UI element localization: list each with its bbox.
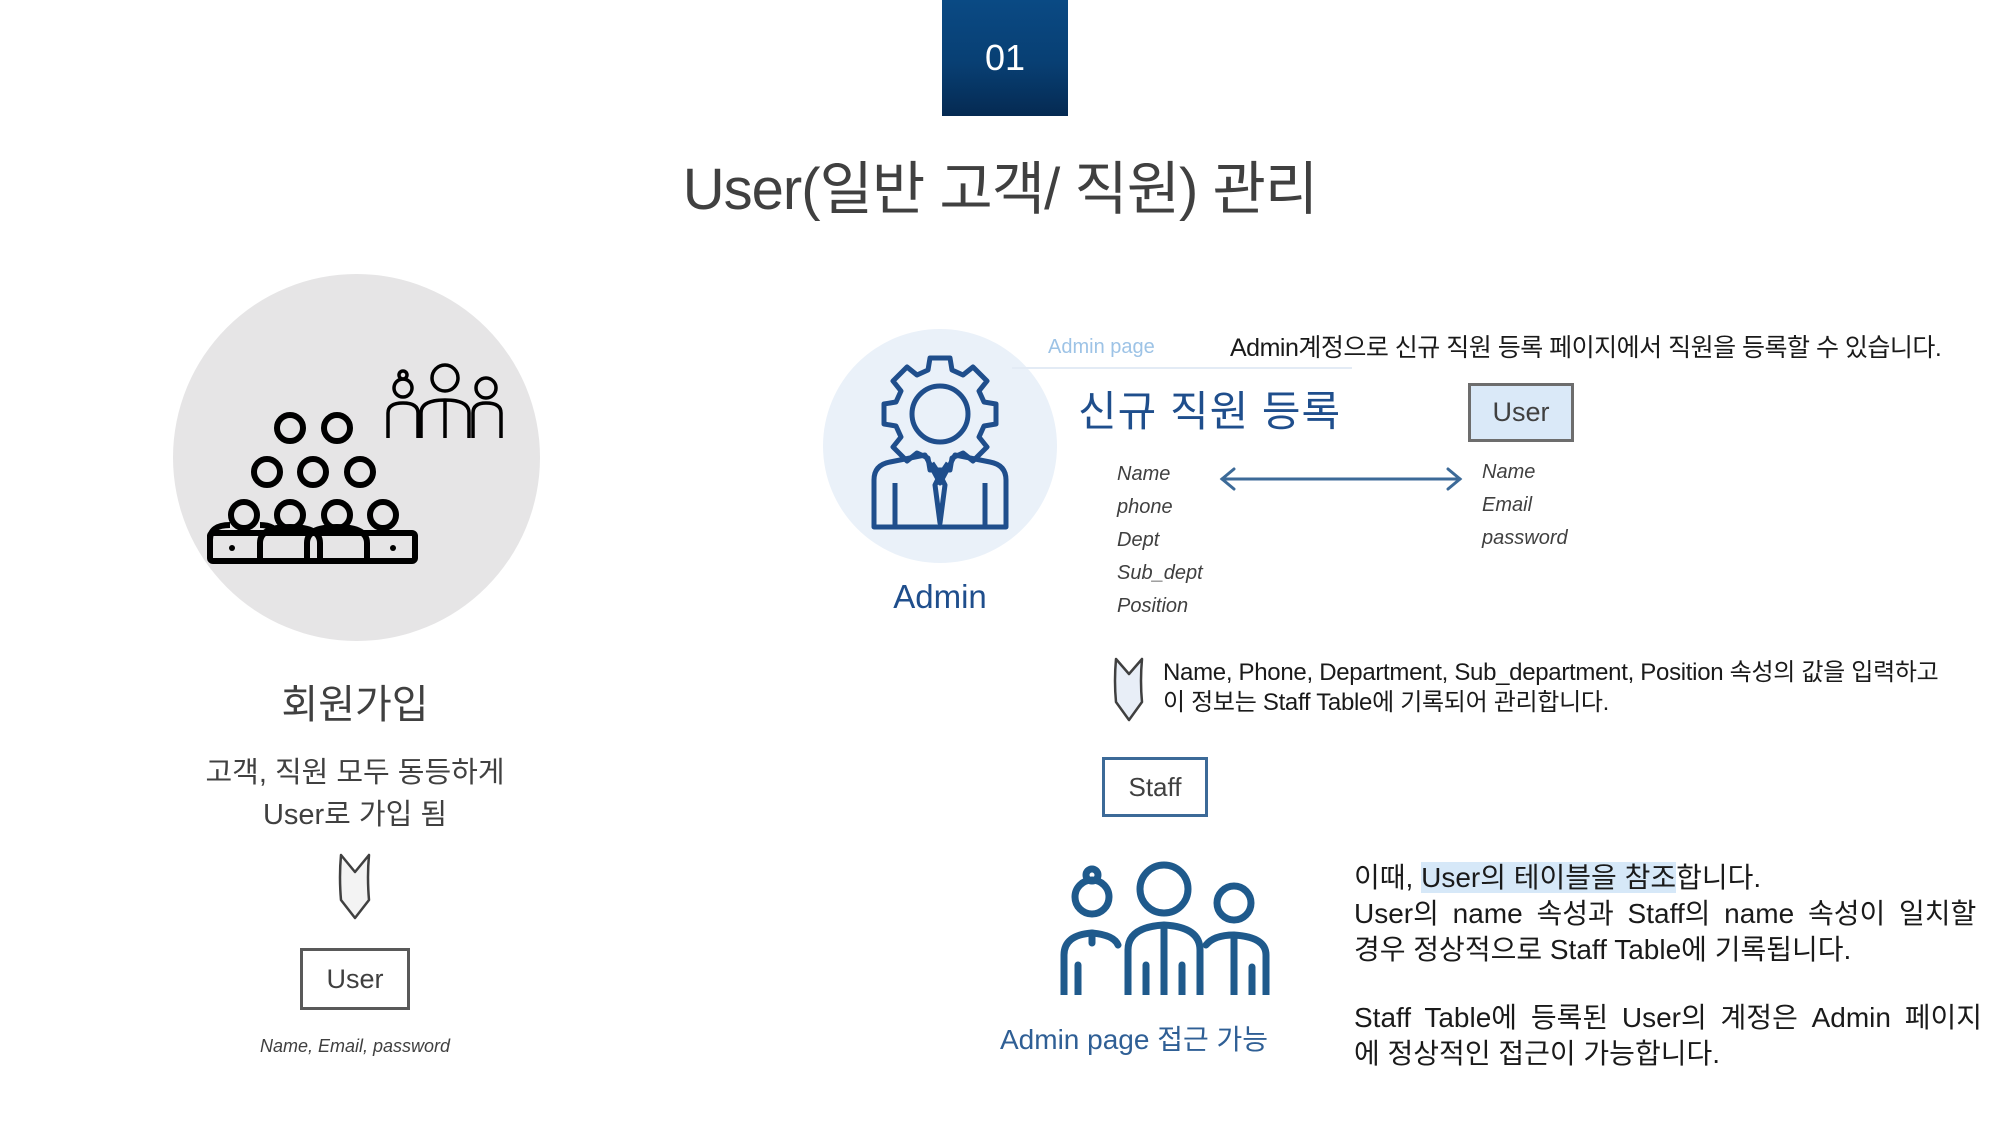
reference-line1: 이때, User의 테이블을 참조합니다. xyxy=(1354,860,1976,896)
reference-line2: User의 name 속성과 Staff의 name 속성이 일치할 xyxy=(1354,898,1977,929)
staff-field: phone xyxy=(1117,496,1173,518)
user-field: Email xyxy=(1482,494,1533,516)
reference-line3: 경우 정상적으로 Staff Table에 기록됩니다. xyxy=(1354,934,1852,965)
user-table-box-blue: User xyxy=(1468,383,1574,442)
staff-field-list: Name phone Dept Sub_dept Position xyxy=(1117,458,1203,623)
admin-access-label: Admin page 접근 가능 xyxy=(1000,1024,1269,1055)
staff-field: Dept xyxy=(1117,529,1160,551)
access-explanation: Staff Table에 등록된 User의 계정은 Admin 페이지 에 정… xyxy=(1354,1000,1982,1072)
user-fields-text: Name, Email, password xyxy=(259,1036,451,1056)
reference-line1-suffix: 합니다. xyxy=(1676,862,1762,893)
signup-desc-line1: 고객, 직원 모두 동등하게 xyxy=(205,757,505,789)
slide-number: 01 xyxy=(984,37,1026,78)
admin-page-caption: Admin page xyxy=(1048,336,1155,358)
staff-field: Name xyxy=(1117,463,1171,485)
user-field: Name xyxy=(1482,461,1536,483)
user-table-label: User xyxy=(1492,397,1550,427)
chevron-down-arrow-icon xyxy=(1113,657,1144,722)
staff-table-label: Staff xyxy=(1128,771,1182,802)
signup-description: 고객, 직원 모두 동등하게 User로 가입 됨 xyxy=(160,752,550,836)
admin-gear-person-icon xyxy=(871,355,1009,530)
slide-number-badge: 01 xyxy=(942,0,1068,116)
page-title: User(일반 고객/ 직원) 관리 xyxy=(682,157,1318,222)
signup-desc-line2: User로 가입 됨 xyxy=(262,799,448,831)
staff-description: Name, Phone, Department, Sub_department,… xyxy=(1163,658,1939,718)
user-field: password xyxy=(1482,527,1568,549)
staff-field: Sub_dept xyxy=(1117,562,1203,584)
staff-trio-icon xyxy=(386,363,503,438)
user-table-label: User xyxy=(326,963,384,994)
reference-explanation: 이때, User의 테이블을 참조합니다. User의 name 속성과 Sta… xyxy=(1354,860,1976,968)
admin-label: Admin xyxy=(893,578,987,615)
signup-heading: 회원가입 xyxy=(281,683,429,727)
chevron-down-arrow-icon xyxy=(338,853,371,920)
staff-table-box: Staff xyxy=(1102,757,1208,817)
staff-group-icon xyxy=(1060,861,1270,995)
admin-page-divider xyxy=(1012,367,1352,369)
user-field-list: Name Email password xyxy=(1482,456,1568,555)
reference-line1-prefix: 이때, xyxy=(1354,862,1422,893)
reference-highlight: User의 테이블을 참조 xyxy=(1421,862,1677,893)
admin-register-description: Admin계정으로 신규 직원 등록 페이지에서 직원을 등록할 수 있습니다. xyxy=(1230,334,1942,362)
staff-desc-line1: Name, Phone, Department, Sub_department,… xyxy=(1163,659,1939,686)
crowd-people-icon xyxy=(207,412,418,564)
user-table-box: User xyxy=(300,948,410,1010)
double-arrow-icon xyxy=(1219,467,1463,491)
staff-field: Position xyxy=(1117,595,1189,617)
register-staff-title: 신규 직원 등록 xyxy=(1078,388,1342,435)
reference-line5: 에 정상적인 접근이 가능합니다. xyxy=(1354,1038,1720,1069)
staff-desc-line2: 이 정보는 Staff Table에 기록되어 관리합니다. xyxy=(1163,689,1609,716)
reference-line4: Staff Table에 등록된 User의 계정은 Admin 페이지 xyxy=(1354,1002,1983,1033)
